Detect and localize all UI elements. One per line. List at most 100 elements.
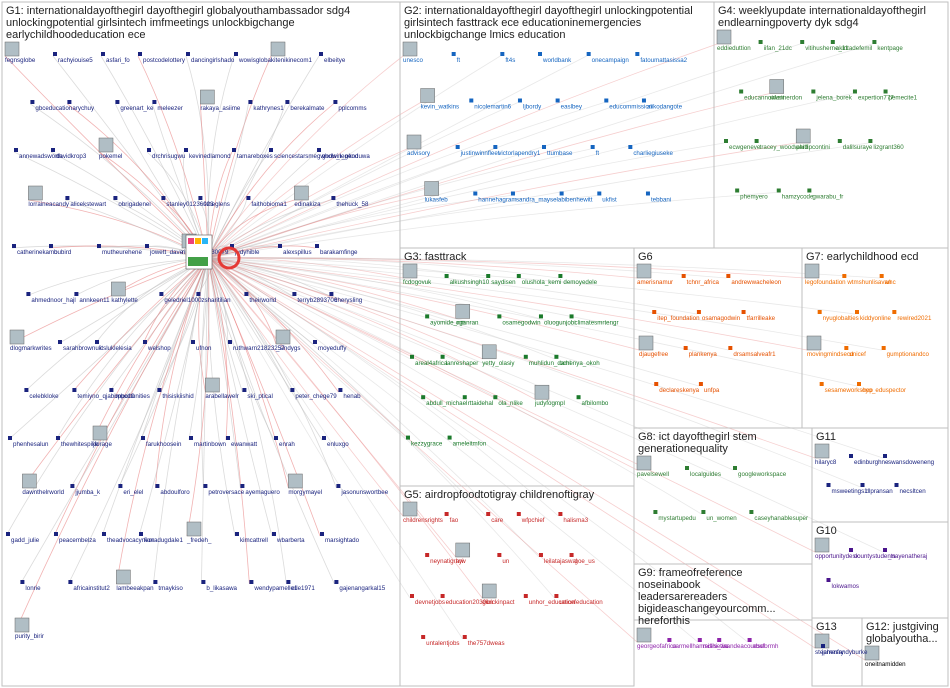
- node-thisiskiishid[interactable]: [157, 388, 162, 392]
- node-jamesandyburke[interactable]: [821, 644, 825, 648]
- node-tmaykiso[interactable]: [153, 580, 158, 584]
- node-theadvocacyneor[interactable]: [102, 532, 106, 536]
- node-onecampaign[interactable]: [586, 52, 591, 56]
- node-rachyiouise5[interactable]: [53, 52, 57, 56]
- node-un[interactable]: [497, 553, 502, 557]
- node-peter_chege79[interactable]: [290, 388, 295, 392]
- node-alikodangote[interactable]: [641, 98, 646, 103]
- node-fionadugdale1[interactable]: [139, 532, 143, 536]
- node-vitihusherne_11[interactable]: [800, 40, 805, 44]
- node-tfarrilleake[interactable]: [741, 310, 746, 314]
- node-yetty_olasiy[interactable]: [481, 344, 497, 360]
- node-jasonunswortbee[interactable]: [336, 484, 341, 488]
- node-gibickinpact[interactable]: [481, 583, 497, 599]
- node-justinwinnfleet[interactable]: [455, 145, 460, 149]
- node-msweetings1[interactable]: [826, 483, 831, 487]
- node-jelena_borek[interactable]: [811, 89, 816, 94]
- node-ttumbase[interactable]: [542, 145, 546, 149]
- node-afbilombo[interactable]: [576, 395, 581, 400]
- node-unicef[interactable]: [844, 346, 849, 350]
- node-drchrisugwu[interactable]: [147, 148, 151, 152]
- node-marsightado[interactable]: [320, 532, 324, 536]
- node-barakamfinge[interactable]: [315, 244, 319, 248]
- node-ufnon[interactable]: [191, 340, 195, 344]
- node-sciencestarsmegwhols_legend[interactable]: [269, 148, 273, 152]
- node-ecwgeneve[interactable]: [724, 139, 728, 143]
- node-africainstitut2[interactable]: [68, 580, 73, 584]
- node-dlpransan[interactable]: [860, 483, 865, 487]
- node-childrensrights[interactable]: [402, 501, 418, 517]
- node-temiyno_qjabimbo10[interactable]: [72, 388, 77, 392]
- node-lizgrant360[interactable]: [868, 139, 873, 143]
- node-mutheurehene[interactable]: [97, 244, 101, 248]
- node-martinbown[interactable]: [189, 436, 193, 440]
- node-alicekstewart[interactable]: [65, 196, 70, 200]
- node-farukhoosein[interactable]: [141, 436, 145, 440]
- node-annewadsworth[interactable]: [14, 148, 18, 152]
- node-bubird[interactable]: [49, 244, 53, 248]
- node-pavelsewell[interactable]: [636, 455, 652, 471]
- node-oyo_eduspector[interactable]: [857, 382, 861, 386]
- node-ayomide_nm[interactable]: [425, 314, 430, 319]
- node-unicefeducation[interactable]: [554, 594, 559, 598]
- node-dancingirlshado[interactable]: [186, 52, 190, 56]
- node-hilaryc8[interactable]: [814, 443, 830, 459]
- node-davidkrop3[interactable]: [51, 148, 55, 152]
- node-plankenya[interactable]: [683, 346, 688, 350]
- node-kentpage[interactable]: [872, 40, 877, 44]
- node-gumptionandco[interactable]: [881, 346, 886, 350]
- node-amerisnamur[interactable]: [636, 263, 652, 279]
- node-meleezer[interactable]: [152, 100, 157, 104]
- node-fatoumattasissa2[interactable]: [635, 52, 640, 56]
- node-victorlapendry1[interactable]: [493, 145, 498, 149]
- node-iifan_21dc[interactable]: [758, 40, 763, 44]
- node-lokwamos[interactable]: [826, 578, 831, 582]
- node-lorraineacandy[interactable]: [28, 185, 43, 201]
- node-phenhesalun[interactable]: [8, 436, 12, 440]
- node-gajenangarkal15[interactable]: [334, 580, 339, 584]
- theirworld-hub[interactable]: [185, 234, 241, 270]
- node-un_women[interactable]: [701, 510, 706, 514]
- node-berekalmate[interactable]: [285, 100, 290, 104]
- node-gbceducation[interactable]: [30, 100, 35, 104]
- node-carmellhamsdlisetvo[interactable]: [667, 638, 672, 642]
- node-swansdoweneng[interactable]: [883, 454, 887, 458]
- node-sarahbrownuk[interactable]: [58, 340, 62, 344]
- node-judyfogmpl[interactable]: [534, 384, 550, 400]
- node-fcdogovuk[interactable]: [402, 263, 418, 279]
- node-ft[interactable]: [451, 52, 456, 56]
- node-saydisen[interactable]: [486, 274, 491, 278]
- node-moyeduffy[interactable]: [313, 340, 317, 344]
- node-ayemaguero[interactable]: [240, 484, 245, 488]
- node-henab[interactable]: [338, 388, 343, 392]
- node-ukfist[interactable]: [597, 191, 602, 196]
- node-muhlidun_daml[interactable]: [523, 354, 528, 359]
- node-kezzygrace[interactable]: [406, 435, 410, 440]
- node-fegnsglobe[interactable]: [4, 41, 20, 57]
- node-care[interactable]: [486, 512, 491, 516]
- node-jforage[interactable]: [92, 425, 108, 441]
- node-the757dweas[interactable]: [462, 635, 467, 639]
- node-ruthwarn21823257[interactable]: [228, 340, 232, 344]
- node-mishi_za[interactable]: [697, 638, 702, 642]
- node-wowisglobal[interactable]: [234, 52, 238, 56]
- node-_fredeh_[interactable]: [186, 521, 202, 537]
- node-ft4s[interactable]: [500, 52, 505, 56]
- node-theirworld[interactable]: [244, 292, 249, 296]
- node-elbeitye[interactable]: [319, 52, 323, 56]
- node-areal4africa[interactable]: [410, 354, 414, 359]
- node-smeglens[interactable]: [198, 196, 203, 200]
- node-tracey_woodward[interactable]: [754, 139, 759, 143]
- node-akintadefemil[interactable]: [830, 40, 835, 44]
- node-godwin_okoduwa[interactable]: [317, 148, 321, 152]
- node-charliegiuseke[interactable]: [628, 145, 633, 149]
- node-purity_birir[interactable]: [14, 617, 30, 633]
- node-georgeofafrica[interactable]: [636, 627, 652, 643]
- node-lanreshaper[interactable]: [440, 354, 445, 359]
- node-terryb2893706[interactable]: [292, 292, 297, 296]
- node-ochenya_okoh[interactable]: [554, 354, 559, 359]
- node-education2030un[interactable]: [440, 594, 445, 598]
- node-kevin_watkins[interactable]: [420, 88, 435, 103]
- node-lukasfeb[interactable]: [424, 181, 439, 196]
- node-mystartupedu[interactable]: [653, 510, 658, 514]
